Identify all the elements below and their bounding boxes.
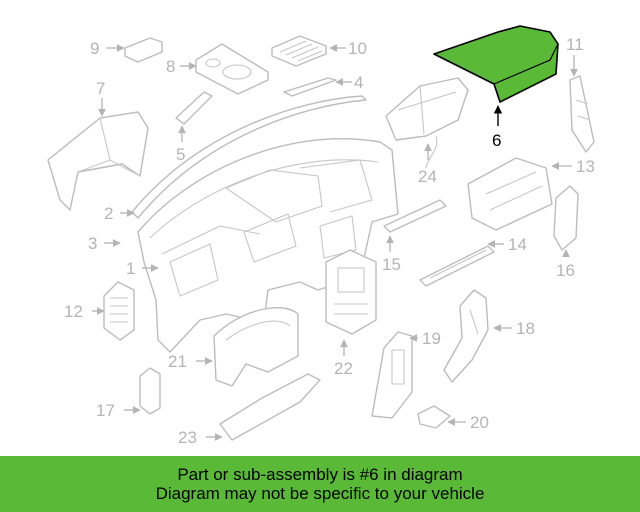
part-14-trim-panel[interactable] <box>419 245 495 287</box>
callout-13: 13 <box>576 157 595 176</box>
callout-1: 1 <box>126 259 135 278</box>
part-15-trim-panel[interactable] <box>383 199 447 233</box>
leader-lines <box>92 44 578 441</box>
banner-line-1: Part or sub-assembly is #6 in diagram <box>177 465 463 484</box>
part-13-knee-bolster[interactable] <box>467 157 553 231</box>
part-6-highlighted-panel[interactable] <box>433 25 559 103</box>
main-instrument-panel[interactable] <box>137 138 399 353</box>
callout-6: 6 <box>492 131 501 150</box>
callout-4: 4 <box>354 73 363 92</box>
callout-11: 11 <box>566 35 584 54</box>
defroster-strip <box>131 95 367 219</box>
callout-9: 9 <box>90 39 99 58</box>
part-22-center-stack[interactable] <box>325 249 377 335</box>
part-21-cluster-bezel[interactable] <box>213 307 299 387</box>
callout-18: 18 <box>516 319 535 338</box>
callout-19: 19 <box>422 329 441 348</box>
part-17-vent[interactable] <box>139 367 161 415</box>
callout-3: 3 <box>88 234 97 253</box>
callout-21: 21 <box>168 352 187 371</box>
callout-17: 17 <box>96 401 115 420</box>
callout-16: 16 <box>556 261 575 280</box>
info-banner: Part or sub-assembly is #6 in diagram Di… <box>0 456 640 512</box>
callout-10: 10 <box>348 39 367 58</box>
part-23-glove-box[interactable] <box>219 373 321 441</box>
callout-2: 2 <box>104 204 113 223</box>
exploded-parts-diagram: 9 8 10 4 7 5 2 3 1 11 6 24 13 15 14 16 1… <box>47 25 595 447</box>
part-4-trim-strip[interactable] <box>283 77 337 97</box>
callout-23: 23 <box>178 428 197 447</box>
part-24-airbag-module[interactable] <box>385 77 469 169</box>
callout-5: 5 <box>176 145 185 164</box>
part-12-vent[interactable] <box>103 281 135 341</box>
part-19-vent-bezel[interactable] <box>371 331 413 419</box>
part-5-pillar-trim[interactable] <box>175 91 213 125</box>
callout-24: 24 <box>418 167 437 186</box>
part-9-clip[interactable] <box>124 37 163 63</box>
callout-22: 22 <box>334 359 353 378</box>
callout-8: 8 <box>166 57 175 76</box>
part-18-bezel[interactable] <box>443 289 489 383</box>
callout-14: 14 <box>508 235 527 254</box>
callout-12: 12 <box>64 302 83 321</box>
callout-15: 15 <box>382 255 401 274</box>
callout-20: 20 <box>470 413 489 432</box>
part-20-bracket[interactable] <box>417 405 451 429</box>
part-10-grille[interactable] <box>271 35 327 67</box>
part-8-bezel[interactable] <box>195 43 269 95</box>
part-7-dash-cover[interactable] <box>47 111 149 211</box>
banner-line-2: Diagram may not be specific to your vehi… <box>155 484 485 503</box>
callout-7: 7 <box>96 79 105 98</box>
part-11-end-cap[interactable] <box>569 75 595 153</box>
part-16-bracket[interactable] <box>553 185 579 251</box>
